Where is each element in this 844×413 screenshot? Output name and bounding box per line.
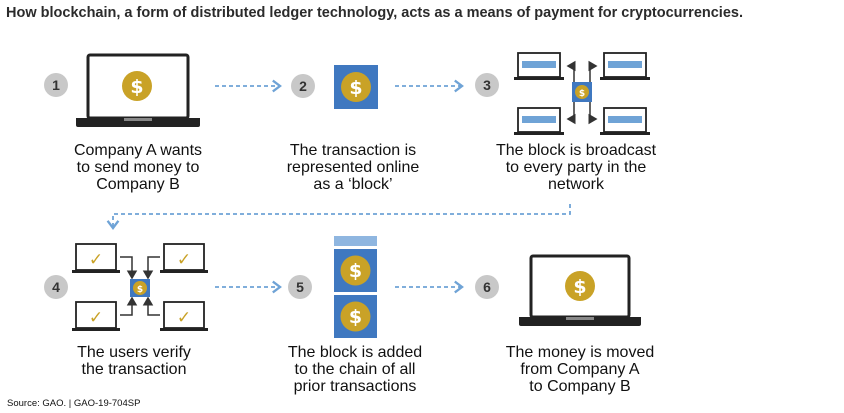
- svg-text:$: $: [573, 276, 586, 298]
- svg-text:$: $: [349, 260, 362, 282]
- figure-title: How blockchain, a form of distributed le…: [6, 5, 743, 21]
- step-5-caption: The block is added to the chain of all p…: [287, 344, 423, 395]
- svg-text:$: $: [349, 306, 362, 328]
- network-broadcast-icon: $: [514, 52, 650, 135]
- svg-text:$: $: [579, 89, 585, 99]
- verified-laptop-icon: ✓: [72, 243, 120, 273]
- laptop-icon-company-a: $: [76, 53, 200, 127]
- verified-laptop-icon: ✓: [160, 243, 208, 273]
- block-icon: $: [334, 65, 378, 109]
- svg-text:$: $: [349, 77, 362, 99]
- step-1-caption: Company A wants to send money to Company…: [73, 142, 203, 193]
- svg-text:5: 5: [296, 279, 304, 295]
- step-number-3: 3: [475, 73, 499, 97]
- network-laptop-icon: [514, 107, 564, 135]
- laptop-icon-company-b: $: [519, 254, 641, 326]
- step-number-6: 6: [475, 275, 499, 299]
- source-note: Source: GAO. | GAO-19-704SP: [7, 398, 141, 409]
- svg-text:✓: ✓: [89, 250, 103, 270]
- step-number-4: 4: [44, 275, 68, 299]
- step-number-5: 5: [288, 275, 312, 299]
- svg-text:✓: ✓: [177, 250, 191, 270]
- network-verify-icon: ✓ ✓ ✓ ✓ $: [72, 243, 208, 331]
- svg-text:$: $: [130, 76, 143, 98]
- arrow-3-to-4: [106, 204, 571, 230]
- verified-laptop-icon: ✓: [160, 301, 208, 331]
- step-number-1: 1: [44, 73, 68, 97]
- step-6-caption: The money is moved from Company A to Com…: [505, 344, 655, 395]
- svg-text:6: 6: [483, 279, 491, 295]
- svg-text:$: $: [137, 285, 143, 295]
- blockchain-icon: $ $: [334, 236, 377, 338]
- svg-text:✓: ✓: [177, 308, 191, 328]
- step-number-2: 2: [291, 74, 315, 98]
- network-laptop-icon: [600, 52, 650, 80]
- svg-text:2: 2: [299, 78, 307, 94]
- svg-text:1: 1: [52, 77, 60, 93]
- step-2-caption: The transaction is represented online as…: [286, 142, 420, 193]
- step-3-caption: The block is broadcast to every party in…: [495, 142, 657, 193]
- network-laptop-icon: [600, 107, 650, 135]
- svg-text:3: 3: [483, 77, 491, 93]
- network-laptop-icon: [514, 52, 564, 80]
- step-4-caption: The users verify the transaction: [77, 344, 191, 378]
- svg-text:4: 4: [52, 279, 60, 295]
- svg-text:✓: ✓: [89, 308, 103, 328]
- verified-laptop-icon: ✓: [72, 301, 120, 331]
